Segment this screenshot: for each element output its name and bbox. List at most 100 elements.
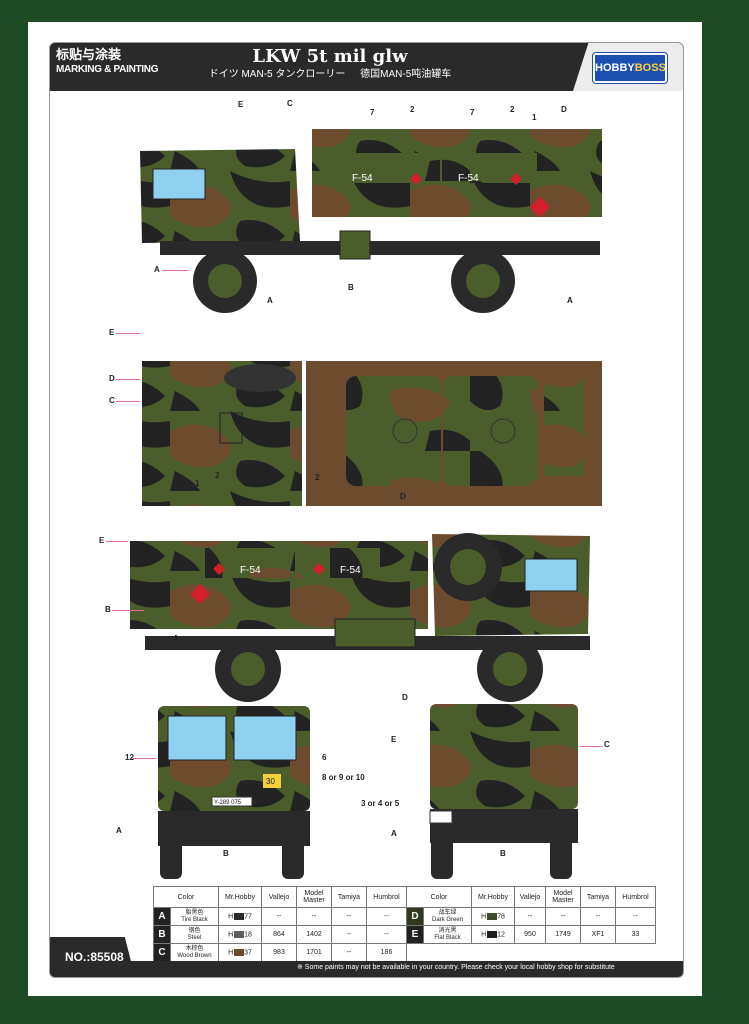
load-class-text: 30 xyxy=(266,777,275,786)
vallejo-code: 864 xyxy=(261,925,297,944)
section-label-en: MARKING & PAINTING xyxy=(56,64,159,75)
callout-line xyxy=(116,401,140,402)
callout-b: B xyxy=(500,849,506,858)
kit-number: NO.:85508 xyxy=(50,937,135,977)
callout-3-4-5: 3 or 4 or 5 xyxy=(361,799,400,808)
callout-line xyxy=(116,333,140,334)
vallejo-code: -- xyxy=(514,907,546,926)
header-vallejo: Vallejo xyxy=(261,886,297,908)
color-name-en: Wood Brown xyxy=(177,952,212,959)
tank-drum xyxy=(295,548,380,578)
color-letter: B xyxy=(153,925,171,944)
callout-a: A xyxy=(493,476,499,485)
callout-line xyxy=(116,379,140,380)
modelmaster-code: 1701 xyxy=(296,943,332,962)
color-swatch xyxy=(234,930,245,938)
color-name-zh: 消光黑 xyxy=(438,927,457,934)
callout-2: 2 xyxy=(410,105,415,114)
color-name-zh: 战车绿 xyxy=(438,909,457,916)
callout-a: A xyxy=(173,634,179,643)
title-block: LKW 5t mil glw ドイツ MAN-5 タンクローリー 德国MAN-5… xyxy=(180,46,480,82)
tank-marking: F-54 xyxy=(340,565,361,576)
modelmaster-code: -- xyxy=(545,907,581,926)
modelmaster-code: 1749 xyxy=(545,925,581,944)
tank-marking: F-54 xyxy=(240,565,261,576)
tank-rear xyxy=(430,704,578,809)
equipment-box xyxy=(544,376,584,476)
fuel-box xyxy=(339,230,371,260)
tamiya-code: -- xyxy=(331,943,367,962)
header-tamiya: Tamiya xyxy=(580,886,616,908)
callout-c: C xyxy=(109,396,115,405)
tank-drum xyxy=(442,153,537,183)
callout-a: A xyxy=(267,296,273,305)
callout-b: B xyxy=(348,283,354,292)
callout-line xyxy=(112,610,144,611)
tamiya-code: -- xyxy=(331,925,367,944)
section-label-zh: 标贴与涂装 xyxy=(56,47,122,62)
equipment-box xyxy=(540,151,585,183)
mrhobby-prefix: H xyxy=(228,913,234,921)
load-class-sign xyxy=(263,774,281,788)
mrhobby-prefix: H xyxy=(228,931,234,939)
side-view-right: F-54 F-54 xyxy=(140,129,602,313)
header-color: Color xyxy=(406,886,472,908)
color-swatch xyxy=(487,912,498,920)
callout-7: 7 xyxy=(356,473,361,482)
color-name-en: Dark Green xyxy=(431,916,463,923)
color-name-zh: 胎黑色 xyxy=(185,909,204,916)
callout-line xyxy=(106,541,128,542)
modelmaster-code: 1402 xyxy=(296,925,332,944)
color-name-en: Flat Black xyxy=(434,934,461,941)
header-tamiya: Tamiya xyxy=(331,886,367,908)
top-view xyxy=(142,361,602,506)
callout-d: D xyxy=(400,492,406,501)
color-letter: E xyxy=(406,925,424,944)
header-vallejo: Vallejo xyxy=(514,886,546,908)
paint-note: ※ Some paints may not be available in yo… xyxy=(297,964,615,971)
callout-2: 2 xyxy=(510,105,515,114)
callout-2: 2 xyxy=(315,473,320,482)
humbrol-code: 186 xyxy=(366,943,407,962)
callout-a: A xyxy=(567,296,573,305)
callout-6: 6 xyxy=(322,753,327,762)
callout-b: B xyxy=(223,849,229,858)
license-plate xyxy=(211,796,253,807)
subtitle: ドイツ MAN-5 タンクローリー 德国MAN-5吨油罐车 xyxy=(180,68,480,82)
callout-e: E xyxy=(391,735,397,744)
logo-text-a: HOBBY xyxy=(595,62,635,74)
mrhobby-prefix: H xyxy=(228,949,234,957)
painting-guide-panel: 标贴与涂装 MARKING & PAINTING LKW 5t mil glw … xyxy=(49,42,684,978)
header-humbrol: Humbrol xyxy=(615,886,656,908)
mrhobby-prefix: H xyxy=(481,913,487,921)
hazard-sign xyxy=(410,173,422,185)
color-letter: D xyxy=(406,907,424,926)
callout-e: E xyxy=(109,328,115,337)
humbrol-code: -- xyxy=(366,925,407,944)
hazard-sign xyxy=(213,563,225,575)
tamiya-code: -- xyxy=(331,907,367,926)
subtitle-cn: 德国MAN-5吨油罐车 xyxy=(360,69,452,80)
callout-c: C xyxy=(287,99,293,108)
fuel-box xyxy=(334,618,416,648)
vallejo-code: 983 xyxy=(261,943,297,962)
spare-wheel xyxy=(224,364,296,392)
rear-plate xyxy=(429,810,453,824)
vallejo-code: -- xyxy=(261,907,297,926)
header-color: Color xyxy=(153,886,219,908)
tank-drum xyxy=(345,153,440,183)
callout-12: 12 xyxy=(125,753,134,762)
callout-b: B xyxy=(105,605,111,614)
color-name-en: Steel xyxy=(187,934,202,941)
color-swatch xyxy=(487,930,498,938)
